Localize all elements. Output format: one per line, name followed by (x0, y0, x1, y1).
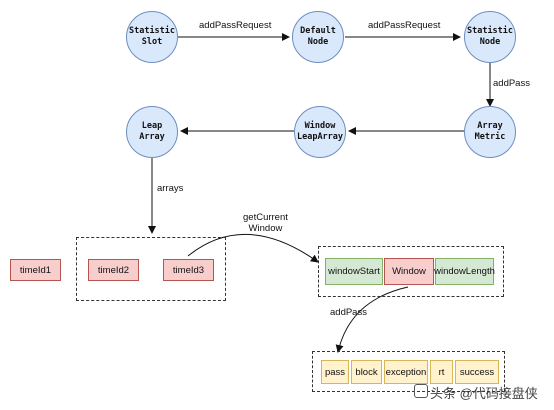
edge-label-add-pass-request-2: addPassRequest (368, 20, 441, 31)
edge-label-arrays: arrays (157, 183, 184, 194)
window-container (318, 246, 504, 297)
statistic-slot-node: Statistic Slot (126, 11, 178, 63)
edge-label-add-pass-request-1: addPassRequest (199, 20, 272, 31)
time-id-box-2: timeId2 (88, 259, 139, 281)
arrays-container (76, 237, 226, 301)
leap-array-node: Leap Array (126, 106, 178, 158)
statistic-node-label: Statistic Node (466, 26, 514, 47)
leap-array-label: Leap Array (139, 121, 165, 142)
metric-box-success: success (455, 360, 499, 384)
edge-label-add-pass-2: addPass (330, 307, 367, 318)
window-leap-array-node: Window LeapArray (294, 106, 346, 158)
statistic-node-node: Statistic Node (464, 11, 516, 63)
default-node-node: Default Node (292, 11, 344, 63)
metric-box-exception: exception (384, 360, 428, 384)
time-id-box-1: timeId1 (10, 259, 61, 281)
metric-box-rt: rt (430, 360, 453, 384)
window-box: Window (384, 258, 434, 285)
edge-window-to-metrics (335, 286, 409, 353)
metric-box-block: block (351, 360, 382, 384)
time-id-box-3: timeId3 (163, 259, 214, 281)
window-start-box: windowStart (325, 258, 383, 285)
metrics-container (312, 351, 505, 392)
window-length-box: windowLength (434, 258, 495, 285)
array-metric-label: Array Metric (474, 121, 506, 142)
statistic-slot-label: Statistic Slot (128, 26, 176, 47)
window-leap-array-label: Window LeapArray (296, 121, 344, 142)
edge-label-add-pass: addPass (493, 78, 530, 89)
watermark-logo-icon (414, 384, 428, 398)
metric-box-pass: pass (321, 360, 349, 384)
default-node-label: Default Node (300, 26, 336, 47)
edge-timeid3-to-window (187, 233, 319, 263)
edge-label-get-current-window: getCurrent Window (243, 212, 288, 235)
watermark-text: 头条 @代码接盘侠 (430, 386, 538, 401)
array-metric-node: Array Metric (464, 106, 516, 158)
